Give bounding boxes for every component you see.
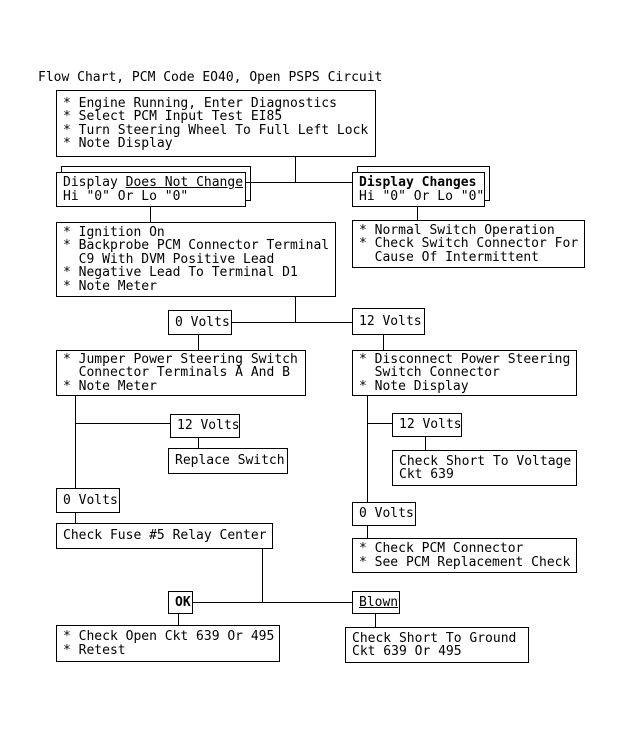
- flow-node-ok: OK: [168, 591, 193, 614]
- flow-node-line: Display Does Not Change: [63, 175, 244, 191]
- flow-node-zero-volts-c: 0 Volts: [352, 502, 416, 526]
- connector-line-6: [198, 335, 199, 351]
- flow-node-line: Ckt 639 Or 495: [352, 644, 462, 659]
- flow-node-line: Blown: [359, 594, 399, 610]
- flow-node-line: * Select PCM Input Test EI85: [63, 109, 283, 125]
- flow-node-jumper-switch: * Jumper Power Steering Switch Connector…: [56, 350, 306, 396]
- flow-node-disconnect-switch: * Disconnect Power Steering Switch Conne…: [352, 350, 577, 396]
- connector-line-9: [76, 423, 170, 424]
- flow-node-ignition-backprobe: * Ignition On* Backprobe PCM Connector T…: [56, 222, 336, 297]
- connector-line-18: [425, 437, 426, 451]
- flow-node-line: Switch Connector: [359, 365, 500, 381]
- flow-node-line: Display Changes: [359, 175, 477, 191]
- connector-line-2: [150, 207, 151, 223]
- flow-node-line: Check Fuse #5 Relay Center: [63, 528, 267, 544]
- flow-node-line: * See PCM Replacement Check: [359, 554, 571, 570]
- flow-node-zero-volts-a: 0 Volts: [168, 310, 232, 335]
- connector-line-5: [232, 322, 352, 323]
- connector-line-15: [375, 614, 376, 628]
- flow-node-line: Connector Terminals A And B: [63, 365, 290, 381]
- flow-node-replace-switch: Replace Switch: [168, 448, 288, 474]
- flow-node-line: Cause Of Intermittent: [359, 249, 540, 265]
- flow-node-line: 12 Volts: [359, 313, 422, 329]
- flow-node-line: * Note Meter: [63, 378, 157, 394]
- flow-node-line: 0 Volts: [63, 492, 118, 508]
- connector-line-11: [75, 513, 76, 524]
- flow-node-line: Ckt 639: [399, 467, 454, 482]
- connector-line-14: [178, 614, 179, 626]
- flow-node-twelve-volts-b: 12 Volts: [170, 414, 240, 438]
- flow-node-line: * Turn Steering Wheel To Full Left Lock: [63, 122, 369, 138]
- flow-node-line: Check Short To Voltage: [399, 453, 572, 469]
- flow-node-line: 0 Volts: [175, 314, 230, 330]
- connector-line-19: [367, 526, 368, 539]
- flow-node-line: * Retest: [63, 642, 126, 658]
- connector-line-17: [368, 423, 392, 424]
- flow-node-line: * Note Display: [63, 135, 173, 151]
- flow-node-zero-volts-b: 0 Volts: [56, 488, 120, 513]
- connector-line-1: [246, 182, 352, 183]
- flow-node-line: OK: [175, 594, 191, 610]
- flow-node-line: * Disconnect Power Steering: [359, 351, 571, 367]
- flow-node-line: * Note Meter: [63, 278, 157, 294]
- flow-node-line: * Check Open Ckt 639 Or 495: [63, 629, 275, 645]
- flow-node-twelve-volts-a: 12 Volts: [352, 308, 425, 335]
- flow-node-line: * Normal Switch Operation: [359, 222, 555, 238]
- flowchart-title: Flow Chart, PCM Code EO40, Open PSPS Cir…: [38, 70, 383, 85]
- flow-node-normal-switch-operation: * Normal Switch Operation* Check Switch …: [352, 220, 585, 268]
- flow-node-line: * Note Display: [359, 378, 469, 394]
- connector-line-0: [295, 157, 296, 183]
- flow-node-line: 12 Volts: [177, 418, 240, 434]
- flow-node-line: * Check PCM Connector: [359, 541, 524, 557]
- connector-line-7: [383, 335, 384, 351]
- flow-node-line: * Engine Running, Enter Diagnostics: [63, 95, 337, 111]
- flow-node-line: * Ignition On: [63, 224, 165, 240]
- flow-node-start: * Engine Running, Enter Diagnostics* Sel…: [56, 90, 376, 157]
- flow-node-line: * Negative Lead To Terminal D1: [63, 265, 298, 281]
- flow-node-line: 0 Volts: [359, 506, 414, 522]
- connector-line-13: [193, 602, 352, 603]
- flow-node-twelve-volts-c: 12 Volts: [392, 413, 462, 437]
- connector-line-16: [367, 396, 368, 503]
- flow-node-check-open-ckt: * Check Open Ckt 639 Or 495* Retest: [56, 625, 280, 662]
- flow-node-line: Hi "0" Or Lo "0": [359, 188, 485, 204]
- flow-node-line: * Backprobe PCM Connector Terminal: [63, 238, 330, 254]
- connector-line-10: [198, 438, 199, 449]
- flow-node-line: C9 With DVM Positive Lead: [63, 251, 275, 267]
- connector-line-8: [75, 396, 76, 489]
- flow-node-check-fuse: Check Fuse #5 Relay Center: [56, 523, 273, 549]
- connector-line-12: [262, 549, 263, 603]
- connector-line-4: [295, 297, 296, 323]
- flow-node-line: * Check Switch Connector For: [359, 236, 579, 252]
- connector-line-3: [417, 207, 418, 221]
- flow-node-line: 12 Volts: [399, 417, 462, 433]
- flow-node-blown: Blown: [352, 591, 400, 614]
- flow-node-line: Hi "0" Or Lo "0": [63, 188, 189, 204]
- flow-node-line: * Jumper Power Steering Switch: [63, 351, 298, 367]
- flow-node-check-pcm-connector: * Check PCM Connector* See PCM Replaceme…: [352, 538, 577, 573]
- flow-node-line: Replace Switch: [175, 453, 285, 469]
- flow-node-line: Check Short To Ground: [352, 630, 517, 646]
